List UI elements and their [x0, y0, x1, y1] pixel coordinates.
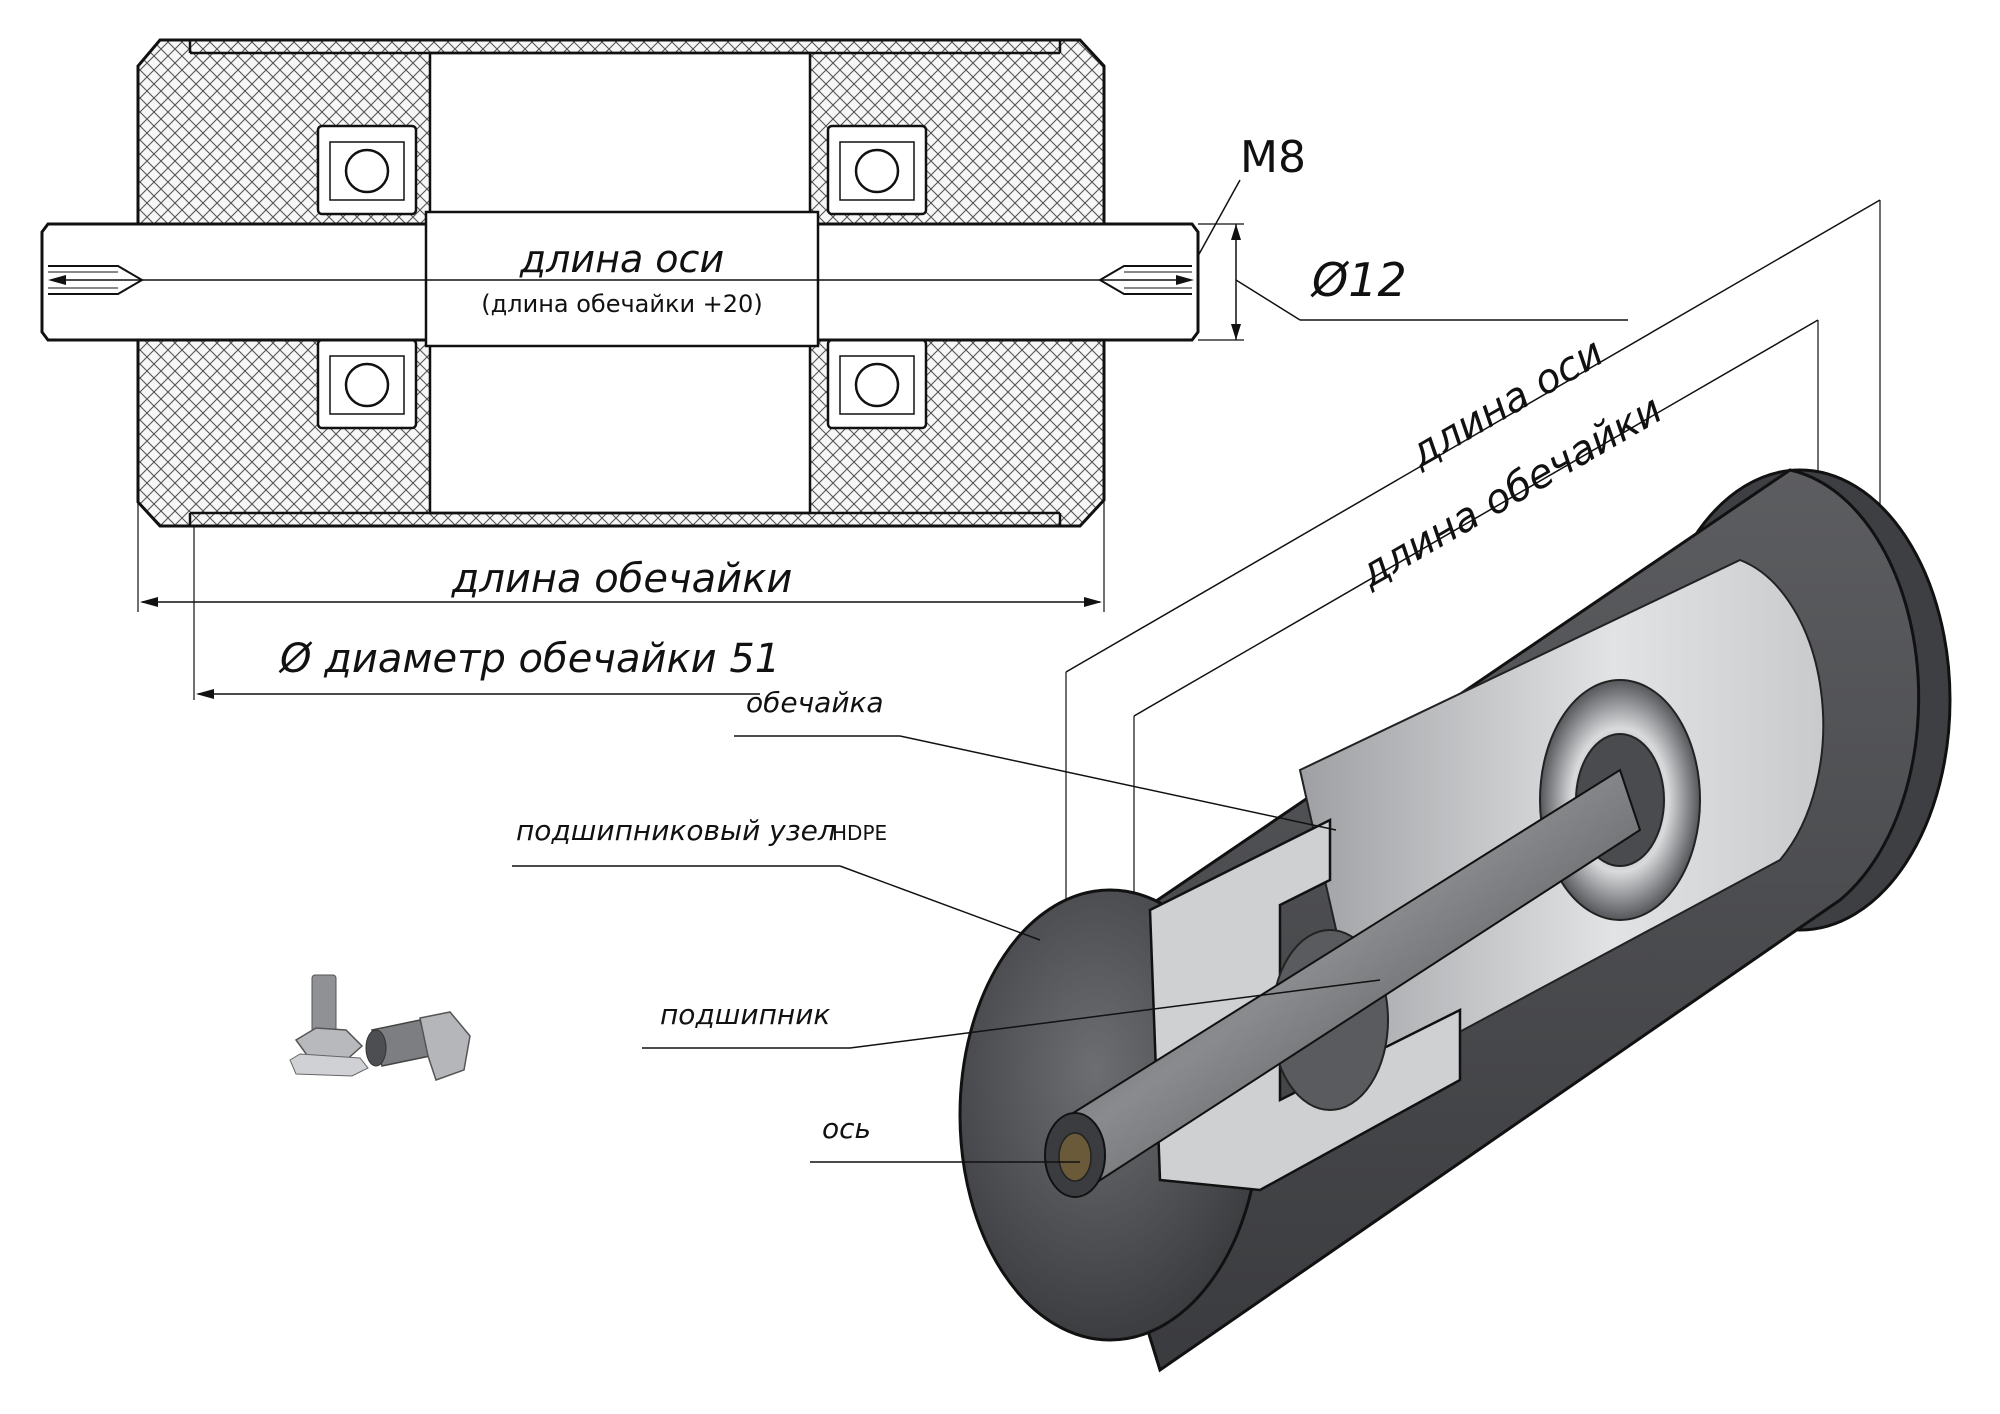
- bearing-top-right: [826, 124, 928, 216]
- bolt-right: [365, 1011, 471, 1081]
- axle-thread-hole: [1058, 1132, 1092, 1182]
- callout-axle: ось: [822, 1112, 871, 1145]
- thread-label: M8: [1240, 132, 1306, 183]
- axle-section: [40, 210, 1200, 348]
- bearing-bottom-left: [316, 338, 418, 430]
- axis-diameter-label: Ø12: [1310, 253, 1407, 307]
- section-drawing: длина оси (длина обечайки +20) M8 Ø12 дл…: [40, 38, 1628, 700]
- bearing-top-left: [316, 124, 418, 216]
- callout-bearing: подшипник: [660, 998, 830, 1031]
- bearing-bottom-right: [826, 338, 928, 430]
- axis-length-label: длина оси: [519, 237, 724, 281]
- bolt-left: [289, 974, 369, 1077]
- callout-shell: обечайка: [746, 686, 884, 719]
- callout-bearing-unit-material: HDPE: [832, 821, 887, 845]
- isometric-view: длина оси длина обечайки: [958, 199, 1952, 1373]
- callout-bearing-unit: подшипниковый узел: [516, 814, 836, 847]
- shell-length-label: длина обечайки: [451, 556, 793, 602]
- axis-length-note: (длина обечайки +20): [481, 290, 762, 318]
- bolts-image: [289, 974, 471, 1081]
- shell-diameter-label: Ø диаметр обечайки 51: [278, 636, 780, 682]
- callouts: обечайка подшипниковый узел HDPE подшипн…: [512, 686, 1381, 1163]
